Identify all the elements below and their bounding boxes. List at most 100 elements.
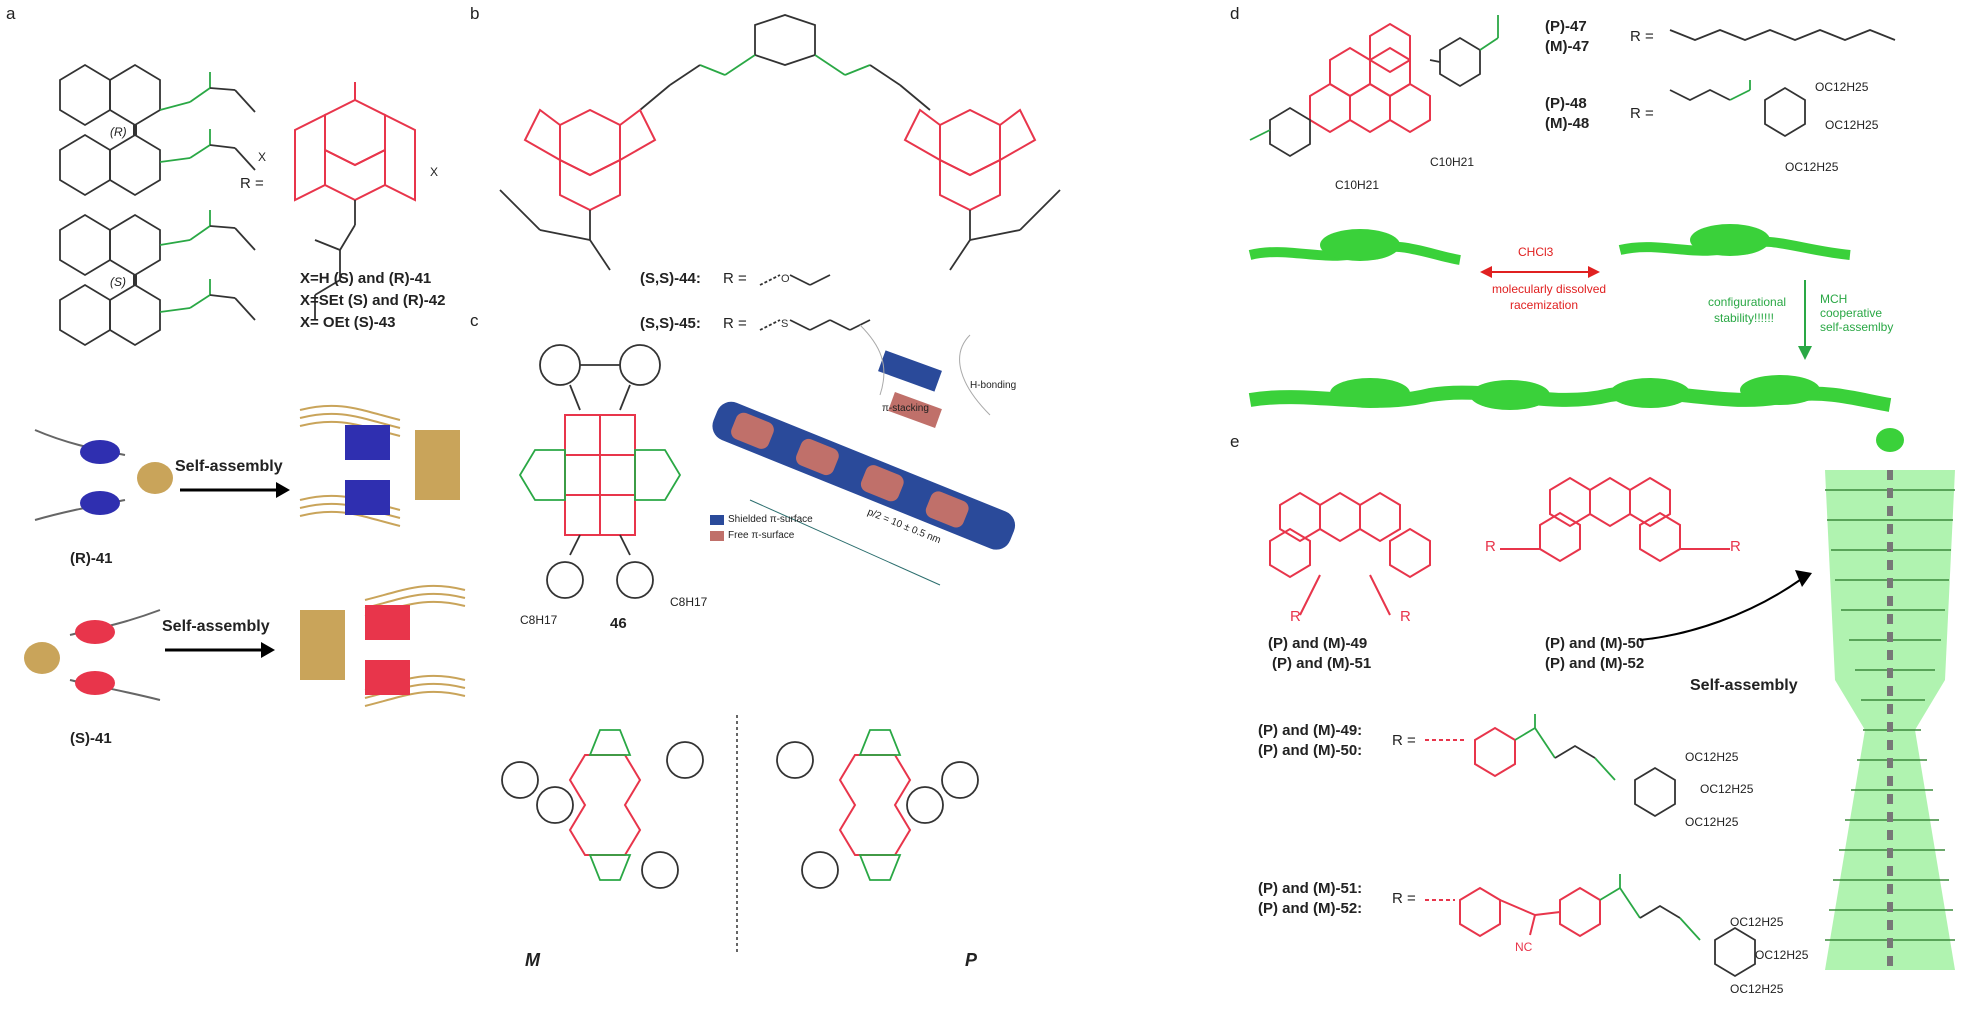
compound-46-label: 46: [610, 615, 627, 632]
r-5152-substituent: [1425, 874, 1756, 978]
legend-free-text: Free π-surface: [728, 530, 795, 541]
self-assembly-curved-arrow: [1639, 570, 1812, 641]
p-label: P: [965, 950, 978, 970]
r45-label: R =: [723, 315, 747, 332]
helicene-49-structure: [1269, 491, 1431, 616]
panel-label-a: a: [6, 4, 16, 23]
s41-name: (S)-41: [70, 730, 112, 747]
helicene-50-structure: [1500, 476, 1730, 563]
racemization-label: racemization: [1510, 298, 1579, 312]
panel-label-c: c: [470, 311, 479, 330]
panel-b: b (S,S)-44: R = O (S,S): [470, 0, 1090, 370]
nc-label: NC: [1515, 940, 1533, 954]
r41-monomer-illustration: [34, 429, 173, 521]
r-4950-substituent: [1425, 714, 1676, 818]
compound-45-label: (S,S)-45:: [640, 315, 701, 332]
p48-label: (P)-48: [1545, 95, 1587, 112]
monomer-model-right: [1618, 224, 1851, 260]
m-label: M: [525, 950, 540, 970]
oc12-e-1c: OC12H25: [1685, 815, 1739, 829]
helical-column-model: [1825, 428, 1955, 970]
mch-label: MCH: [1820, 292, 1848, 306]
r-label-49-left: R: [1290, 608, 1301, 625]
r-def-49: (P) and (M)-49:: [1258, 722, 1363, 739]
panel-label-b: b: [470, 4, 480, 23]
m48-label: (M)-48: [1545, 115, 1590, 132]
binaphthyl-r-structure: [59, 63, 256, 197]
c10h21-lower: C10H21: [1335, 178, 1380, 192]
r41-name: (R)-41: [70, 550, 113, 567]
self-assembly-arrow-2: [165, 642, 275, 658]
r-label-50-left: R: [1485, 538, 1496, 555]
stereo-label-r: (R): [110, 125, 127, 139]
oc12-e-2a: OC12H25: [1730, 915, 1784, 929]
panel-d: d C10H21 C10H21 (P)-47 (M)-47 R = (P)-48…: [1230, 0, 1988, 360]
oc12-48-a: OC12H25: [1815, 80, 1869, 94]
r48-equals: R =: [1630, 105, 1654, 122]
x-substituent-left: X: [258, 150, 267, 164]
p47-label: (P)-47: [1545, 18, 1587, 35]
svg-text:S: S: [781, 318, 788, 330]
oc12-48-b: OC12H25: [1825, 118, 1879, 132]
p-enantiomer-structure: [776, 729, 979, 889]
oc12-e-1b: OC12H25: [1700, 782, 1754, 796]
panel-c: c C8H17 C8H17 46 p/2 = 10 ± 0.5 nm Shiel…: [470, 305, 1030, 1020]
panel-label-e: e: [1230, 432, 1240, 451]
r-label-49-right: R: [1400, 608, 1411, 625]
s41-assembly-illustration: [300, 584, 466, 707]
binaphthyl-s-structure: [59, 210, 256, 347]
r-def-52: (P) and (M)-52:: [1258, 900, 1363, 917]
stability-label: stability!!!!!!: [1714, 311, 1775, 325]
perylene-bisimide-46-structure: [518, 344, 682, 599]
r-def-50: (P) and (M)-50:: [1258, 742, 1363, 759]
self-assembly-label-1: Self-assembly: [175, 458, 283, 475]
r48-amide-chain: [1669, 80, 1806, 138]
racemization-arrow: [1480, 266, 1600, 278]
compound-50-label: (P) and (M)-50: [1545, 635, 1645, 652]
compound-49-label: (P) and (M)-49: [1268, 635, 1368, 652]
panel-e: e R R R R (P) and (M)-49 (P) and (M)-51 …: [1230, 428, 1988, 1020]
r-equals-label: R =: [240, 175, 264, 192]
svg-text:O: O: [781, 273, 790, 285]
oc12-48-c: OC12H25: [1785, 160, 1839, 174]
oc12-e-2b: OC12H25: [1755, 948, 1809, 962]
oc12-e-2c: OC12H25: [1730, 982, 1784, 996]
compound-52-label: (P) and (M)-52: [1545, 655, 1645, 672]
r41-assembly-illustration: [299, 404, 460, 527]
mirror-line: [736, 715, 738, 955]
c8h17-left: C8H17: [520, 613, 558, 627]
panel-a: a (R) (S) R =: [0, 0, 470, 1020]
panel-label-d: d: [1230, 4, 1240, 23]
compound-41-label: X=H (S) and (R)-41: [300, 270, 432, 287]
r44-label: R =: [723, 270, 747, 287]
legend-free-swatch: [710, 531, 724, 541]
r47-equals: R =: [1630, 28, 1654, 45]
m47-label: (M)-47: [1545, 38, 1590, 55]
supramolecular-polymer-model: [1248, 375, 1892, 412]
x-substituent-right: X: [430, 165, 439, 179]
legend-shielded-text: Shielded π-surface: [728, 514, 813, 525]
chcl3-label: CHCl3: [1518, 245, 1554, 259]
r-eq-4950: R =: [1392, 732, 1416, 749]
dibenzochrysene-core-structure: [1249, 15, 1499, 158]
bis-ndi-structure: [499, 14, 1061, 271]
self-assembly-label-2: Self-assembly: [162, 618, 270, 635]
compound-44-label: (S,S)-44:: [640, 270, 701, 287]
oc12-e-1a: OC12H25: [1685, 750, 1739, 764]
cooperative-assembly-arrow: [1798, 280, 1812, 360]
c8h17-right: C8H17: [670, 595, 708, 609]
r-def-51: (P) and (M)-51:: [1258, 880, 1363, 897]
ndi-substituent-structure: [294, 82, 416, 320]
configurational-label: configurational: [1708, 295, 1787, 309]
hbonding-label: H-bonding: [970, 380, 1017, 391]
self-assembly-e-label: Self-assembly: [1690, 677, 1798, 694]
c10h21-right: C10H21: [1430, 155, 1475, 169]
r-eq-5152: R =: [1392, 890, 1416, 907]
stereo-label-s: (S): [110, 275, 126, 289]
self-assembly-arrow-1: [180, 482, 290, 498]
dissolved-label: molecularly dissolved: [1492, 282, 1607, 296]
compound-43-label: X= OEt (S)-43: [300, 314, 396, 331]
r44-ethoxy-group: O: [759, 273, 831, 286]
compound-42-label: X=SEt (S) and (R)-42: [300, 292, 446, 309]
dimer-inset-illustration: [859, 324, 991, 428]
